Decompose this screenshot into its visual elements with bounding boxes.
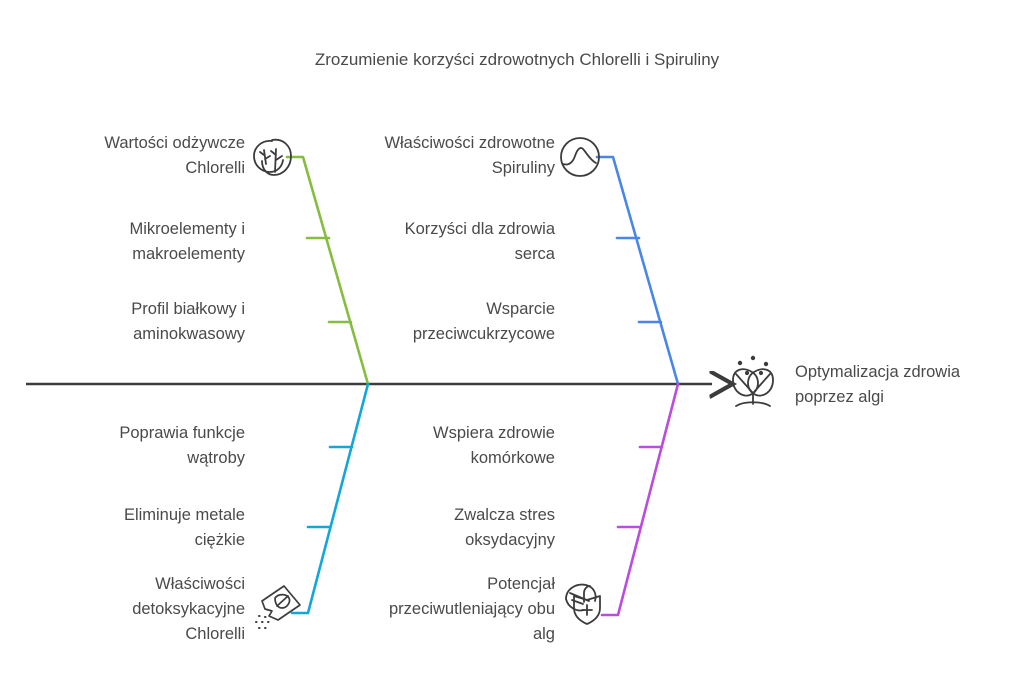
circle-wave-icon <box>560 137 600 177</box>
branch-head-label-upper-right: Właściwości zdrowotne Spiruliny <box>384 134 555 177</box>
branch-item-label-upper-left-1: Mikroelementy i makroelementy <box>129 220 245 263</box>
branch-item-label-upper-right-2: Wsparcie przeciwcukrzycowe <box>412 300 555 343</box>
branch-item-label-lower-left-1: Poprawia funkcje wątroby <box>119 424 245 467</box>
sprout-sparkle-icon <box>732 355 774 407</box>
branch-item-label-upper-left-2: Profil białkowy i aminokwasowy <box>131 300 245 343</box>
branch-head-label-upper-left: Wartości odżywcze Chlorelli <box>104 134 245 177</box>
branch-item-label-lower-left-2: Eliminuje metale ciężkie <box>123 506 245 549</box>
page-title: Zrozumienie korzyści zdrowotnych Chlorel… <box>314 50 720 69</box>
branch-item-label-lower-right-2: Zwalcza stres oksydacyjny <box>454 506 555 549</box>
branch-lower-right <box>600 382 680 617</box>
branch-head-label-lower-left: Właściwości detoksykacyjne Chlorelli <box>132 575 245 643</box>
branch-lower-left <box>290 382 370 615</box>
detox-bag-leaf-icon <box>254 585 301 630</box>
outcome-label: Optymalizacja zdrowia poprzez algi <box>795 363 961 406</box>
branch-upper-left <box>285 155 370 386</box>
branch-item-label-upper-right-1: Korzyści dla zdrowia serca <box>404 220 555 263</box>
leaf-shield-plus-icon <box>565 583 601 625</box>
branch-head-label-lower-right: Potencjał przeciwutleniający obu alg <box>388 575 555 643</box>
two-leaves-icon <box>253 138 292 176</box>
branch-upper-right <box>595 155 680 386</box>
branch-item-label-lower-right-1: Wspiera zdrowie komórkowe <box>433 424 555 467</box>
